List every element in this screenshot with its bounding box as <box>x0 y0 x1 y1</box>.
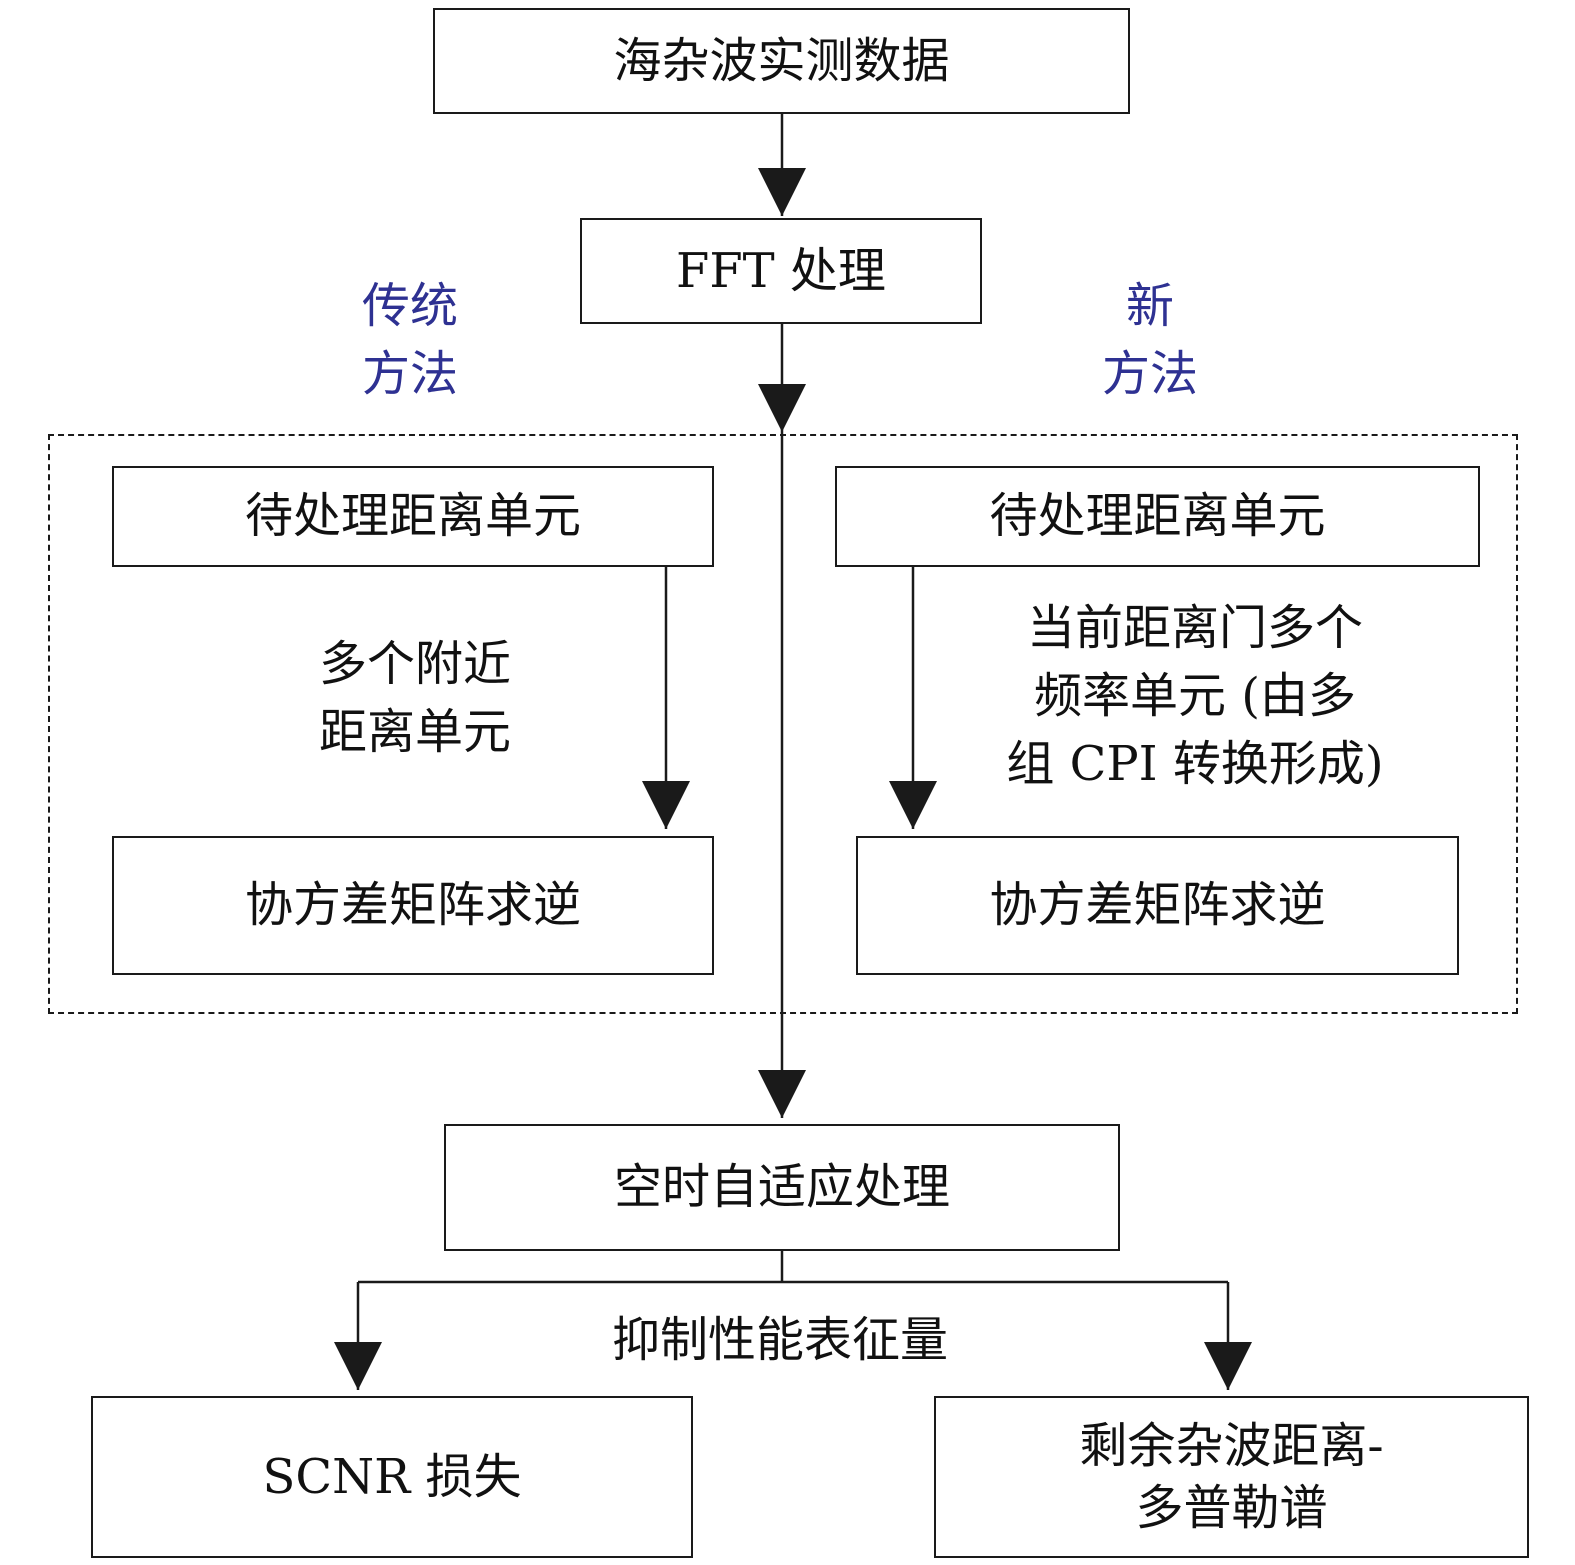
new-method-label: 新 方法 <box>1060 272 1240 408</box>
scnr-loss-label: SCNR 损失 <box>262 1448 522 1505</box>
right-covariance-inverse-box: 协方差矩阵求逆 <box>856 836 1459 975</box>
left-edge-line2: 距离单元 <box>318 704 511 760</box>
methods-dashed-region <box>48 434 1518 1014</box>
sea-clutter-data-box: 海杂波实测数据 <box>433 8 1130 114</box>
right-covariance-inverse-label: 协方差矩阵求逆 <box>989 877 1326 934</box>
residual-spectrum-box: 剩余杂波距离- 多普勒谱 <box>934 1396 1529 1558</box>
left-range-cell-label: 待处理距离单元 <box>244 488 581 545</box>
traditional-method-line2: 方法 <box>361 346 458 402</box>
left-covariance-inverse-box: 协方差矩阵求逆 <box>112 836 714 975</box>
new-method-line1: 新 <box>1125 278 1174 334</box>
residual-spectrum-text: 剩余杂波距离- 多普勒谱 <box>1079 1415 1383 1540</box>
residual-spectrum-line1: 剩余杂波距离- <box>1079 1417 1384 1474</box>
residual-spectrum-line2: 多普勒谱 <box>1135 1480 1328 1536</box>
fft-box: FFT 处理 <box>580 218 982 324</box>
right-edge-line1: 当前距离门多个 <box>1026 600 1363 656</box>
new-method-line2: 方法 <box>1101 346 1198 402</box>
suppression-metric-text: 抑制性能表征量 <box>611 1312 948 1368</box>
traditional-method-label: 传统 方法 <box>320 272 500 408</box>
left-edge-label: 多个附近 距离单元 <box>270 630 560 766</box>
right-edge-line2: 频率单元 (由多 <box>1034 668 1356 724</box>
right-range-cell-label: 待处理距离单元 <box>989 488 1326 545</box>
left-edge-line1: 多个附近 <box>318 636 511 692</box>
right-range-cell-box: 待处理距离单元 <box>835 466 1480 567</box>
left-covariance-inverse-label: 协方差矩阵求逆 <box>244 877 581 934</box>
stap-box: 空时自适应处理 <box>444 1124 1120 1251</box>
left-range-cell-box: 待处理距离单元 <box>112 466 714 567</box>
scnr-loss-box: SCNR 损失 <box>91 1396 693 1558</box>
right-edge-label: 当前距离门多个 频率单元 (由多 组 CPI 转换形成) <box>960 594 1430 798</box>
right-edge-line3: 组 CPI 转换形成) <box>1006 736 1384 792</box>
stap-label: 空时自适应处理 <box>613 1159 950 1216</box>
suppression-metric-label: 抑制性能表征量 <box>560 1306 1000 1374</box>
sea-clutter-data-label: 海杂波实测数据 <box>613 32 950 89</box>
fft-label: FFT 处理 <box>676 242 886 299</box>
traditional-method-line1: 传统 <box>361 278 458 334</box>
